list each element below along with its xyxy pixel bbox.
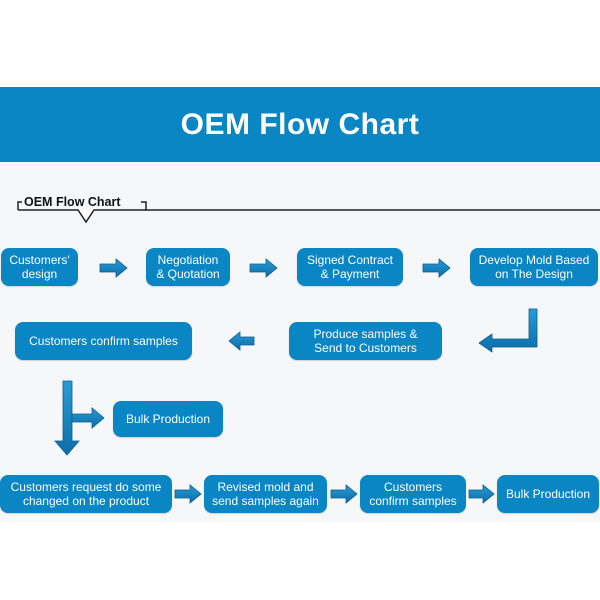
section-label: OEM Flow Chart [24,195,121,209]
step-customers-confirm-samples-again: Customers confirm samples [360,475,466,513]
step-customers-design: Customers' design [1,248,78,286]
step-develop-mold: Develop Mold Based on The Design [470,248,598,286]
step-signed-contract-payment: Signed Contract & Payment [297,248,403,286]
step-customers-request-changes: Customers request do some changed on the… [0,475,172,513]
banner-title: OEM Flow Chart [180,107,420,141]
step-negotiation-quotation: Negotiation & Quotation [146,248,230,286]
step-customers-confirm-samples: Customers confirm samples [15,322,192,360]
step-bulk-production-direct: Bulk Production [113,401,223,437]
step-produce-samples: Produce samples & Send to Customers [289,322,442,360]
title-banner: OEM Flow Chart [0,87,600,162]
step-bulk-production-final: Bulk Production [497,475,599,513]
step-revised-mold: Revised mold and send samples again [204,475,327,513]
